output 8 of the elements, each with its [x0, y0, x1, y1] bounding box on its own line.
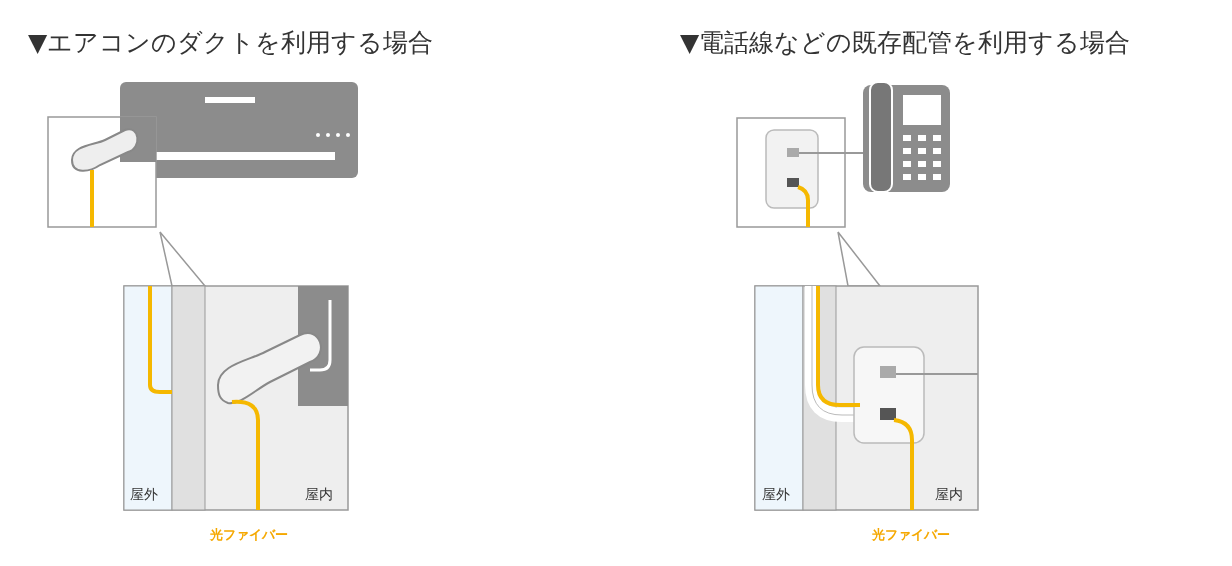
- section-heading: ▼電話線などの既存配管を利用する場合: [680, 30, 1131, 55]
- indoor-label: 屋内: [305, 487, 333, 501]
- section-heading: ▼エアコンのダクトを利用する場合: [28, 30, 434, 55]
- outdoor-label: 屋外: [762, 487, 790, 501]
- fiber-label: 光ファイバー: [872, 528, 950, 541]
- indoor-label: 屋内: [935, 487, 963, 501]
- outdoor-label: 屋外: [130, 487, 158, 501]
- fiber-label: 光ファイバー: [210, 528, 288, 541]
